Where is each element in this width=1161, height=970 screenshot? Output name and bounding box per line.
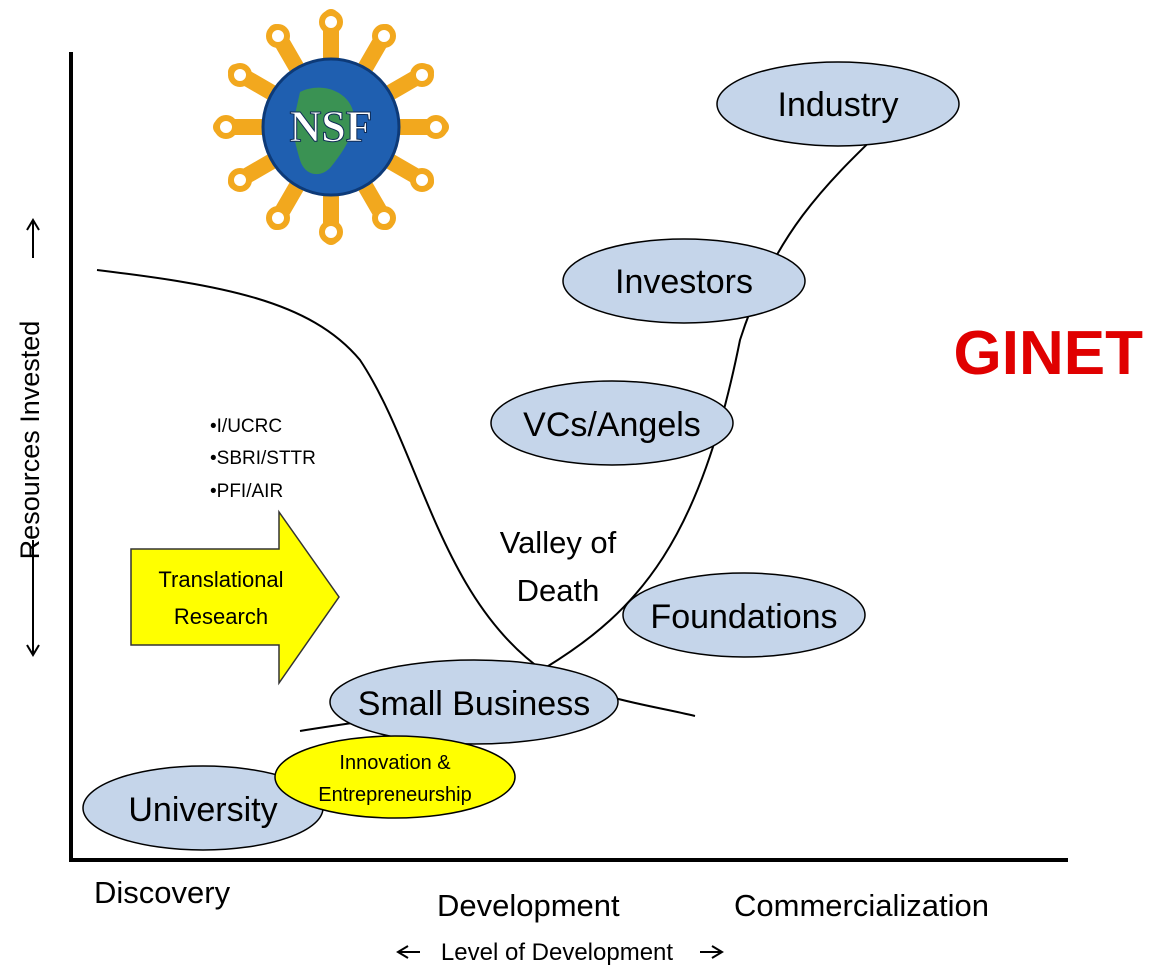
y-axis-label: Resources Invested: [15, 321, 45, 560]
stage-investors: Investors: [562, 238, 806, 324]
stage-university-label: University: [128, 791, 277, 829]
program-sbri-sttr: •SBRI/STTR: [210, 448, 316, 469]
x-tick-commercialization: Commercialization: [734, 888, 989, 923]
y-axis-label-group: Resources Invested: [15, 321, 45, 560]
x-axis-arrow: [396, 945, 724, 959]
stage-foundations: Foundations: [622, 572, 866, 658]
stage-investors-ellipse: [562, 238, 806, 324]
x-tick-development: Development: [437, 888, 620, 923]
translational-research-arrow: [130, 509, 340, 686]
stage-foundations-label: Foundations: [650, 598, 837, 636]
funding-growth-curve: [544, 121, 891, 669]
stage-industry-ellipse: [716, 61, 960, 147]
valley-of-death-line1: Valley of: [500, 525, 617, 560]
stage-investors-label: Investors: [615, 263, 753, 301]
stage-vcs-angels-label: VCs/Angels: [523, 406, 701, 444]
stage-small-business-label: Small Business: [358, 685, 590, 723]
stage-vcs-angels: VCs/Angels: [490, 380, 734, 466]
translational-research-line1: Translational: [158, 567, 283, 592]
stage-university: University: [82, 765, 324, 851]
valley-of-death-line2: Death: [517, 573, 600, 608]
nsf-logo: NSF: [213, 9, 449, 245]
stage-small-business: Small Business: [329, 659, 619, 745]
stage-innovation-line2: Entrepreneurship: [318, 784, 471, 806]
nsf-logo-text: NSF: [289, 102, 372, 151]
stage-vcs-angels-ellipse: [490, 380, 734, 466]
stage-innovation-ellipse: [274, 735, 516, 819]
stage-foundations-ellipse: [622, 572, 866, 658]
translational-research-line2: Research: [174, 604, 268, 629]
x-axis-label: Level of Development: [441, 939, 673, 966]
stage-small-business-ellipse: [329, 659, 619, 745]
funding-decline-curve: [96, 269, 696, 717]
ginet-label: GINET: [954, 319, 1144, 388]
stage-innovation-line1: Innovation &: [339, 752, 451, 774]
stage-industry: Industry: [716, 61, 960, 147]
stage-industry-label: Industry: [778, 86, 899, 124]
stage-innovation-entrepreneurship: Innovation & Entrepreneurship: [274, 735, 516, 819]
program-pfi-air: •PFI/AIR: [210, 481, 283, 502]
x-tick-discovery: Discovery: [94, 875, 231, 910]
program-iucrc: •I/UCRC: [210, 416, 282, 437]
y-axis-arrow: [26, 218, 40, 657]
